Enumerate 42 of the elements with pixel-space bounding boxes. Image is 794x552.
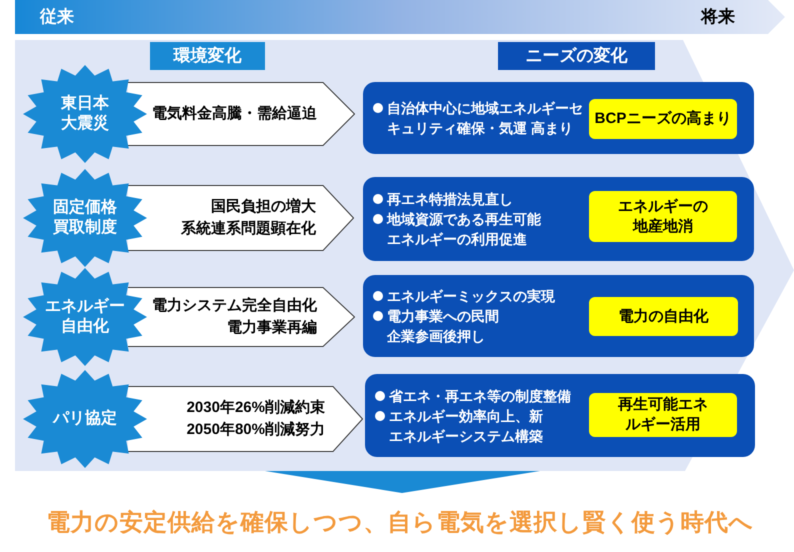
needs-card xyxy=(365,374,755,457)
bullet-text: 省エネ・再エネ等の制度整備 xyxy=(389,386,572,406)
highlight-panel xyxy=(589,393,737,437)
starburst xyxy=(23,370,147,468)
caption-text: 電力の安定供給を確保しつつ、自ら電気を選択し賢く使う時代へ xyxy=(46,508,754,537)
starburst-text: 固定価格買取制度 xyxy=(52,198,118,238)
highlight-panel xyxy=(589,297,738,336)
bullet-text: 電力事業への民間企業参画後押し xyxy=(387,307,500,346)
bullet-text: エネルギー効率向上、新エネルギーシステム構築 xyxy=(389,406,544,446)
highlight-text: 電力の自由化 xyxy=(618,306,708,326)
starburst-text: エネルギー自由化 xyxy=(44,297,126,337)
highlight-text: BCPニーズの高まり xyxy=(594,109,732,129)
pointed-banner xyxy=(128,185,354,251)
banner-text: 2050年80%削減努力 xyxy=(186,420,325,440)
bullet-text: 再エネ特措法見直し xyxy=(387,190,514,209)
needs-card xyxy=(363,275,754,357)
bullet-text: 地域資源である再生可能エネルギーの利用促進 xyxy=(387,210,542,249)
banner-text: 国民負担の増大 xyxy=(211,196,316,217)
pointed-banner xyxy=(128,386,363,452)
highlight-text: 再生可能エネルギー活用 xyxy=(617,395,709,435)
banner-text: 系統連系問題顕在化 xyxy=(181,219,316,239)
bullet-text: 自治体中心に地域エネルギーセキュリティ確保・気運 高まり xyxy=(387,99,584,138)
column-header: 環境変化 xyxy=(150,42,265,70)
highlight-text: エネルギーの地産地消 xyxy=(617,196,709,236)
column-header: ニーズの変化 xyxy=(498,42,655,70)
needs-card xyxy=(363,177,754,261)
banner-text: 電力事業再編 xyxy=(227,318,317,338)
starburst xyxy=(23,268,147,366)
timeline-label: 将来 xyxy=(701,6,735,28)
banner-text: 電気料金高騰・需給逼迫 xyxy=(152,104,317,124)
chevron-panel xyxy=(15,40,794,471)
timeline-arrow-band xyxy=(15,0,785,34)
banner-text: 電力システム完全自由化 xyxy=(152,296,317,316)
banner-text: 2030年26%削減約束 xyxy=(186,398,325,418)
needs-card xyxy=(363,82,754,154)
starburst xyxy=(23,65,147,163)
highlight-panel xyxy=(589,99,737,139)
timeline-label: 従来 xyxy=(40,6,74,28)
starburst-text: 東日本大震災 xyxy=(60,94,110,134)
starburst-text: パリ協定 xyxy=(53,409,117,429)
highlight-panel xyxy=(589,191,737,242)
bullet-text: エネルギーミックスの実現 xyxy=(387,287,556,306)
